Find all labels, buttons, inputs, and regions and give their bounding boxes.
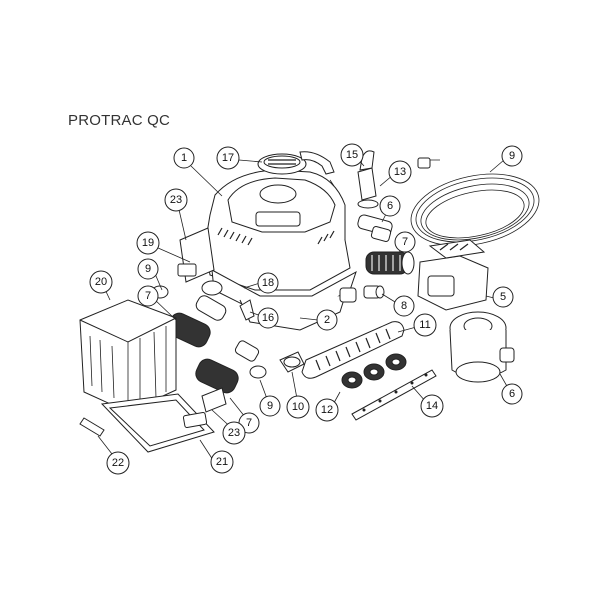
handle-part — [299, 151, 335, 187]
filter-bag-part — [79, 299, 177, 413]
callout-19: 19 — [136, 231, 160, 255]
svg-text:12: 12 — [321, 404, 333, 416]
svg-text:19: 19 — [142, 237, 154, 249]
callout-5: 6 — [379, 195, 401, 217]
svg-text:1: 1 — [181, 152, 187, 164]
callout-4: 9 — [501, 145, 523, 167]
filter-frame-part — [100, 393, 215, 453]
svg-text:18: 18 — [262, 277, 274, 289]
svg-text:20: 20 — [95, 276, 107, 288]
callout-11: 11 — [413, 313, 437, 337]
callout-3: 5 — [492, 286, 514, 308]
filter-grille-part — [257, 153, 307, 175]
svg-text:5: 5 — [500, 291, 506, 303]
svg-text:7: 7 — [246, 417, 252, 429]
callout-22: 22 — [106, 451, 130, 475]
svg-text:6: 6 — [387, 200, 393, 212]
svg-text:22: 22 — [112, 457, 124, 469]
connector-part — [357, 214, 393, 242]
callout-10: 10 — [286, 395, 310, 419]
svg-text:23: 23 — [228, 427, 240, 439]
svg-text:10: 10 — [292, 401, 304, 413]
brush-roller-right-part — [365, 251, 415, 275]
svg-text:7: 7 — [145, 290, 151, 302]
end-caps-part — [151, 285, 267, 379]
small-fittings-part — [239, 299, 305, 373]
callout-9-lower: 9 — [259, 395, 281, 417]
svg-text:9: 9 — [145, 263, 151, 275]
side-panel-upper-part — [177, 227, 215, 283]
svg-text:11: 11 — [419, 319, 430, 331]
motor-tube-part — [195, 280, 227, 321]
svg-text:7: 7 — [402, 236, 408, 248]
drive-wheels-part — [341, 353, 407, 389]
callout-23-upper: 23 — [164, 188, 188, 212]
callout-18: 18 — [257, 272, 279, 294]
svg-text:23: 23 — [170, 194, 182, 206]
callout-9-upper: 9 — [137, 258, 159, 280]
drive-shaft-part — [363, 285, 385, 299]
power-supply-part — [417, 239, 489, 311]
callout-21: 21 — [210, 450, 234, 474]
callout-12: 12 — [315, 398, 339, 422]
brush-roller-left-part — [167, 312, 239, 394]
svg-text:17: 17 — [222, 152, 234, 164]
top-housing-part — [204, 169, 351, 291]
svg-text:21: 21 — [216, 456, 228, 468]
callout-17: 16 — [257, 307, 279, 329]
callout-20: 20 — [89, 270, 113, 294]
filter-clip-part — [79, 417, 105, 437]
callout-7-left: 7 — [137, 285, 159, 307]
callout-15: 15 — [340, 143, 364, 167]
svg-text:8: 8 — [401, 300, 407, 312]
svg-text:9: 9 — [509, 150, 515, 162]
floating-cable-part — [410, 157, 540, 247]
svg-text:16: 16 — [262, 312, 274, 324]
pump-motor-part — [449, 311, 515, 383]
callout-14: 14 — [420, 394, 444, 418]
svg-text:2: 2 — [324, 314, 330, 326]
diagram-title: PROTRAC QC — [68, 112, 171, 129]
svg-text:6: 6 — [509, 388, 515, 400]
callout-23-lower: 23 — [222, 421, 246, 445]
callout-2: 2 — [316, 309, 338, 331]
svg-text:14: 14 — [426, 400, 438, 412]
callout-13: 13 — [388, 160, 412, 184]
side-panel-lower-part — [201, 387, 227, 413]
callout-7-right: 7 — [394, 231, 416, 253]
svg-text:13: 13 — [394, 166, 406, 178]
svg-text:15: 15 — [346, 149, 358, 161]
callout-8: 8 — [393, 295, 415, 317]
callout-1: 1 — [173, 147, 195, 169]
track-belt-part — [301, 321, 405, 379]
side-bumper-part — [351, 369, 437, 421]
callout-6: 6 — [501, 383, 523, 405]
callout-16: 17 — [216, 146, 240, 170]
svg-text:9: 9 — [267, 400, 273, 412]
